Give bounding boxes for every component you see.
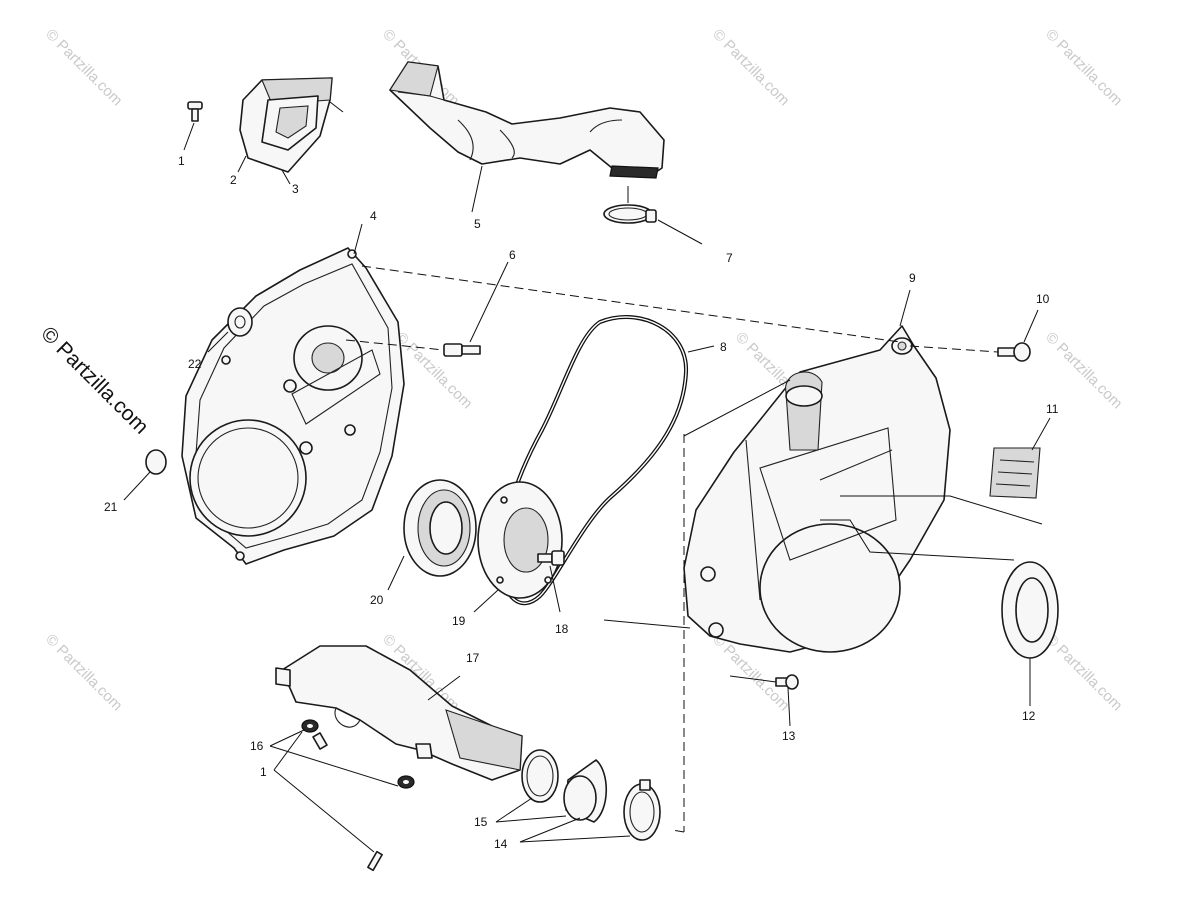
callout-20: 20 [370, 593, 384, 607]
callout-2: 2 [230, 173, 237, 187]
callout-3: 3 [292, 182, 299, 196]
callout-labels: 1 2 3 4 5 6 7 8 9 10 11 12 13 14 15 16 1… [104, 154, 1059, 851]
part-18-bolt [537, 550, 565, 613]
callout-8: 8 [720, 340, 727, 354]
callout-17: 17 [466, 651, 480, 665]
part-22-gasket [207, 307, 253, 353]
part-10-bolt [997, 309, 1039, 362]
part-13-screw [775, 674, 799, 727]
watermark-tile: © Partzilla.com [42, 26, 125, 109]
part-17-lower-air-duct [275, 645, 523, 781]
callout-5: 5 [474, 217, 481, 231]
callout-15: 15 [474, 815, 488, 829]
watermark-tile: © Partzilla.com [42, 631, 125, 714]
callout-19: 19 [452, 614, 466, 628]
part-1-bolt [183, 101, 203, 151]
callout-10: 10 [1036, 292, 1050, 306]
callout-12: 12 [1022, 709, 1036, 723]
callout-18: 18 [555, 622, 569, 636]
part-21-plug [123, 449, 167, 501]
part-2-3-intake-boot [237, 77, 344, 185]
watermark-tile: © Partzilla.com [1042, 329, 1125, 412]
callout-16: 16 [250, 739, 264, 753]
watermark-main: © Partzilla.com [36, 322, 152, 438]
callout-22: 22 [188, 357, 202, 371]
part-16-washers [269, 719, 415, 872]
watermark-tile: © Partzilla.com [1042, 26, 1125, 109]
watermark-tile: © Partzilla.com [1042, 631, 1125, 714]
callout-1-lower: 1 [260, 765, 267, 779]
callout-1: 1 [178, 154, 185, 168]
part-5-air-duct [389, 61, 665, 213]
part-11-decal [989, 417, 1051, 499]
part-6-bolt [345, 261, 509, 357]
part-12-washer [1001, 561, 1059, 706]
callout-13: 13 [782, 729, 796, 743]
watermark-tile: © Partzilla.com [709, 26, 792, 109]
part-7-hose-clamp [603, 186, 703, 245]
part-19-bearing-plate [473, 481, 563, 613]
callout-7: 7 [726, 251, 733, 265]
callout-14: 14 [494, 837, 508, 851]
callout-4: 4 [370, 209, 377, 223]
part-8-drive-belt [499, 315, 715, 606]
callout-6: 6 [509, 248, 516, 262]
part-14-15-coupler-clamps [495, 749, 661, 843]
part-20-seal [387, 479, 477, 591]
callout-11: 11 [1046, 402, 1059, 416]
callout-9: 9 [909, 271, 916, 285]
projection-lines [361, 265, 1043, 833]
part-4-inner-clutch-cover [181, 223, 405, 565]
watermark-tile: © Partzilla.com [392, 329, 475, 412]
callout-21: 21 [104, 500, 118, 514]
part-9-outer-clutch-cover [683, 289, 951, 653]
